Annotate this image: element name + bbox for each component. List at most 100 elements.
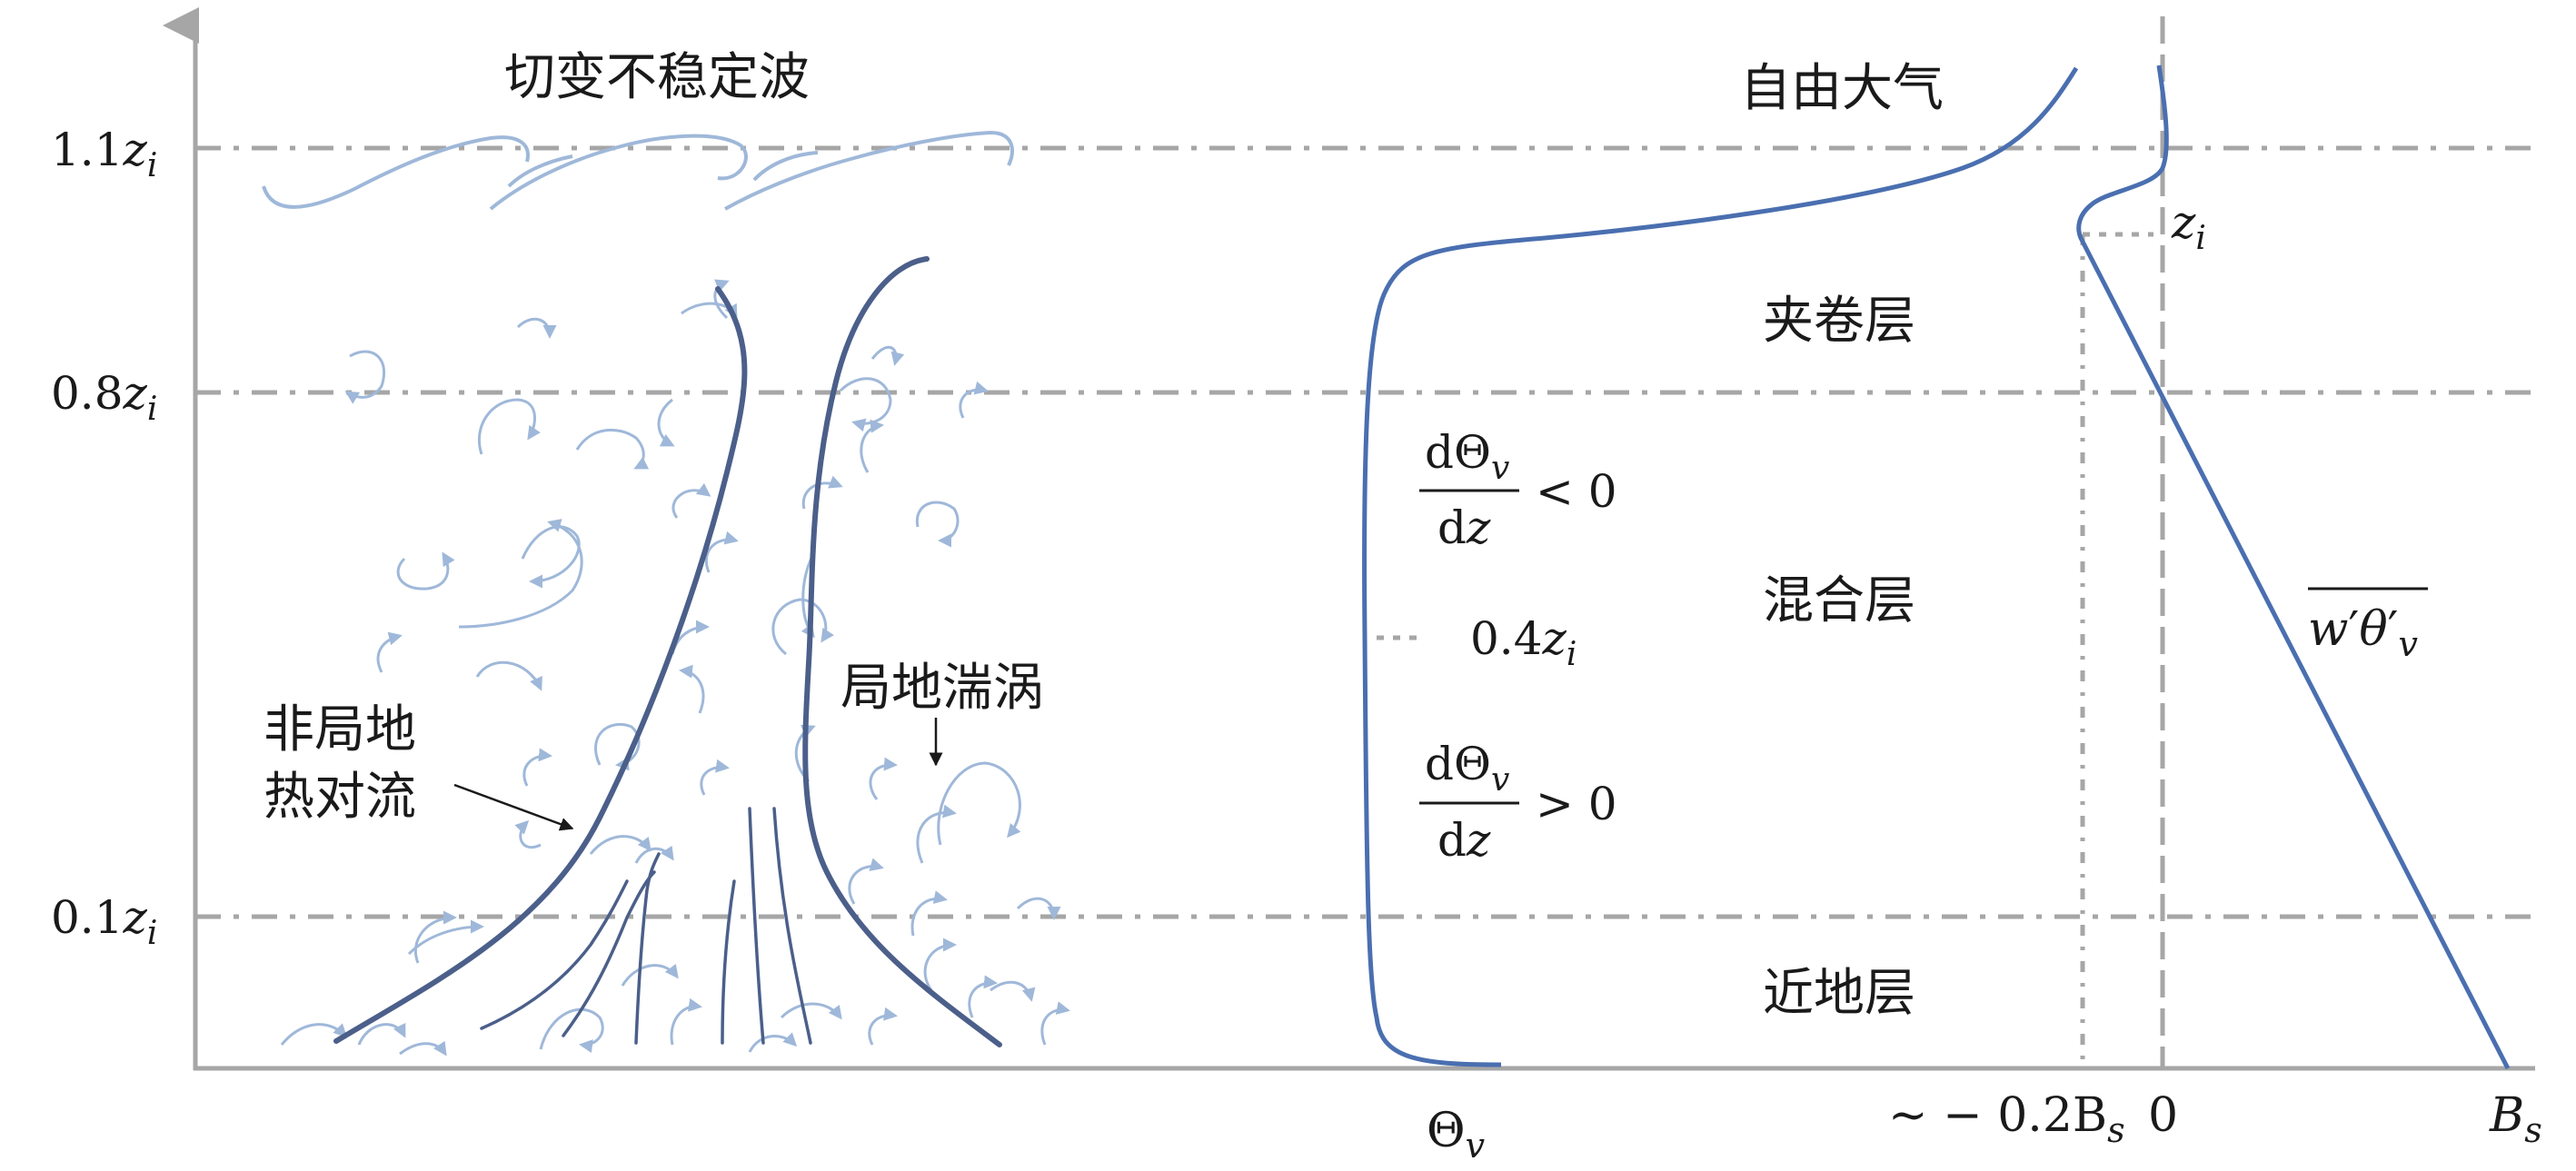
- eddy: [344, 350, 386, 404]
- label-zi: zi: [2171, 196, 2206, 257]
- eddy: [539, 1007, 604, 1054]
- axes: [163, 7, 2535, 1071]
- wave-2: [489, 134, 748, 211]
- eddy: [748, 1032, 798, 1053]
- eddy: [869, 757, 898, 800]
- buoyancy-flux-profile: [2076, 65, 2511, 1070]
- vertical-guides: [1377, 16, 2165, 1068]
- eddy: [521, 525, 581, 589]
- eddy: [1016, 897, 1061, 920]
- eddy: [868, 1007, 898, 1046]
- annotation-arrows: [453, 718, 943, 831]
- eddy: [780, 1002, 842, 1020]
- eddy: [657, 398, 675, 447]
- eddy: [860, 419, 884, 473]
- plume-inner-1: [480, 879, 629, 1030]
- eddy: [870, 346, 905, 366]
- eddy: [634, 845, 674, 864]
- eddy: [514, 819, 542, 849]
- eddy: [396, 551, 455, 590]
- eddy: [801, 475, 843, 510]
- eddy: [413, 910, 457, 964]
- label-local-eddy: 局地湍涡: [840, 659, 1044, 718]
- eddy: [593, 722, 641, 771]
- label-nonlocal-2: 热对流: [264, 768, 416, 827]
- height-labels: 1.1zi 0.8zi 0.1zi 0.4zi zi: [51, 124, 2206, 952]
- eddy: [990, 980, 1036, 1002]
- eddy: [621, 963, 679, 987]
- wave-5: [752, 151, 819, 182]
- eddy: [516, 317, 557, 339]
- plume-inner-3: [634, 852, 661, 1045]
- label-nonlocal-1: 非局地: [264, 700, 416, 759]
- eddy: [910, 890, 948, 937]
- label-theta-v: Θv: [1427, 1104, 1486, 1166]
- plume-inner-4: [721, 879, 736, 1045]
- eddy: [357, 1022, 406, 1046]
- eddy: [968, 975, 998, 1018]
- label-zero: 0: [2148, 1088, 2178, 1143]
- label-0-1zi: 0.1zi: [51, 891, 157, 952]
- eddy: [280, 1023, 348, 1046]
- label-shear-waves: 切变不稳定波: [504, 48, 810, 107]
- label-0-4zi: 0.4zi: [1470, 612, 1576, 673]
- grad-lower-num: dΘv: [1425, 738, 1509, 799]
- wave-1: [262, 135, 530, 209]
- gradient-lower: dΘv dz > 0: [1419, 738, 1617, 867]
- label-0-8zi: 0.8zi: [51, 367, 157, 428]
- eddy: [704, 531, 739, 573]
- grad-lower-den: dz: [1437, 814, 1491, 867]
- eddy: [477, 398, 541, 455]
- eddy: [848, 858, 884, 905]
- shear-waves: [262, 130, 1014, 211]
- eddy: [915, 501, 960, 548]
- grad-upper-rel: < 0: [1536, 465, 1617, 518]
- eddy: [575, 428, 650, 470]
- eddy: [376, 631, 403, 673]
- height-guides: [195, 145, 2535, 919]
- eddy: [407, 919, 484, 956]
- label-free-atmosphere: 自由大气: [1740, 59, 1944, 118]
- eddy: [1040, 1001, 1070, 1046]
- eddy: [700, 759, 730, 796]
- eddy: [937, 761, 1021, 846]
- eddy: [959, 381, 989, 419]
- eddy: [916, 804, 957, 864]
- eddy: [458, 519, 583, 629]
- eddy: [475, 660, 542, 691]
- theta-v-profile: [1362, 66, 2079, 1067]
- plume-inner-2: [562, 870, 656, 1037]
- eddy: [923, 938, 957, 991]
- flux-text: w′θ′v: [2308, 602, 2418, 664]
- eddy: [670, 997, 702, 1046]
- eddy: [399, 1040, 447, 1057]
- eddy: [589, 835, 651, 855]
- flux-label: w′θ′v: [2308, 587, 2428, 664]
- label-bs: Bs: [2489, 1088, 2542, 1150]
- eddy: [771, 598, 834, 656]
- label-surface-layer: 近地层: [1763, 964, 1915, 1023]
- label-neg-flux: ~ − 0.2Bs: [1888, 1088, 2125, 1150]
- label-entrainment-layer: 夹卷层: [1763, 292, 1915, 351]
- grad-lower-rel: > 0: [1536, 778, 1617, 830]
- label-mixed-layer: 混合层: [1763, 571, 1915, 630]
- wave-3: [724, 130, 1014, 211]
- eddy: [713, 279, 730, 320]
- grad-upper-num: dΘv: [1425, 426, 1509, 487]
- gradient-upper: dΘv dz < 0: [1419, 426, 1617, 554]
- plume-left-edge: [333, 286, 748, 1044]
- region-labels: 切变不稳定波 非局地 热对流 局地湍涡 自由大气 夹卷层 混合层 近地层: [264, 48, 1944, 1023]
- bottom-labels: Θv ~ − 0.2Bs 0 Bs: [1427, 1088, 2542, 1166]
- wave-4: [507, 154, 573, 188]
- eddy: [679, 664, 705, 714]
- plume-right-edge: [802, 256, 1002, 1047]
- eddy: [522, 748, 552, 787]
- eddy: [671, 482, 711, 519]
- eddy: [839, 377, 892, 432]
- plume-inner-5: [748, 807, 765, 1045]
- plume-inner-6: [772, 807, 812, 1045]
- arrow-nonlocal: [453, 783, 574, 831]
- thermal-plumes: [333, 256, 1002, 1047]
- label-1-1zi: 1.1zi: [51, 124, 157, 184]
